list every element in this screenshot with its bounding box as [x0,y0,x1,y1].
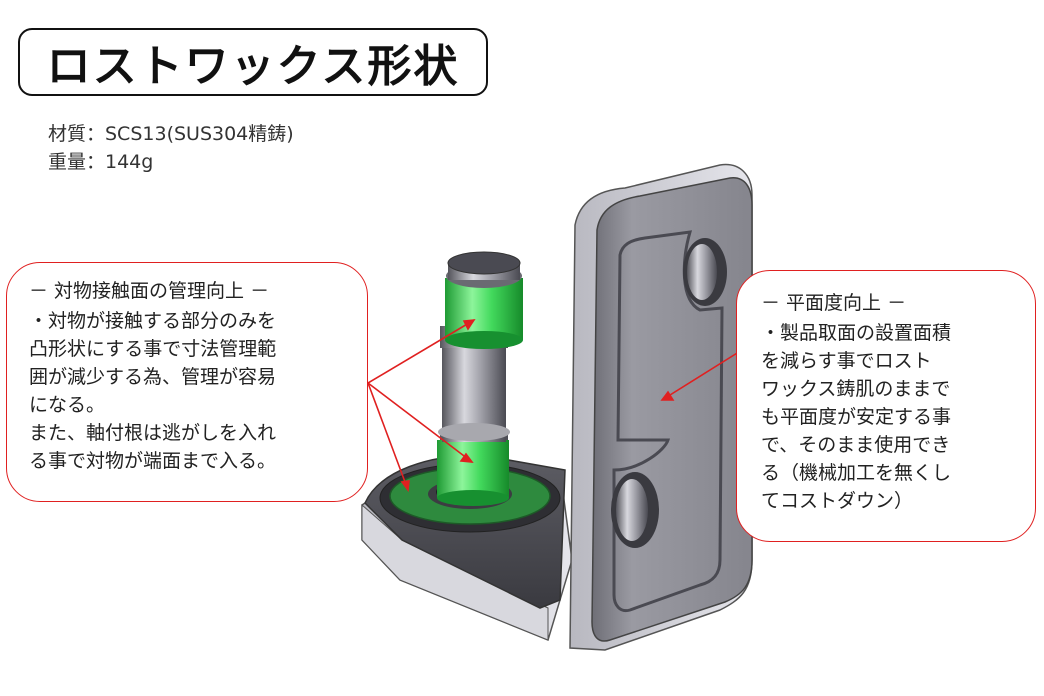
callout-right-body: ・製品取面の設置面積 を減らす事でロスト ワックス鋳肌のままで も平面度が安定す… [761,322,952,512]
callout-arrows [367,319,743,493]
spec-block: 材質：SCS13(SUS304精鋳) 重量：144g [48,120,294,176]
callout-left-body: ・対物が接触する部分のみを 凸形状にする事で寸法管理範 囲が減少する為、管理が容… [29,310,277,472]
bracket-shaft [437,251,523,506]
bracket-vertical-plate [569,163,753,651]
weight-spec: 重量：144g [48,151,154,173]
shaft-lower-contact-band [437,440,509,498]
callout-contact-surface: － 対物接触面の管理向上 － ・対物が接触する部分のみを 凸形状にする事で寸法管… [6,262,368,502]
callout-flatness: － 平面度向上 － ・製品取面の設置面積 を減らす事でロスト ワックス鋳肌のまま… [736,270,1036,542]
callout-right-heading: － 平面度向上 － [761,292,907,314]
callout-left-heading: － 対物接触面の管理向上 － [29,280,270,302]
page-title: ロストワックス形状 [18,28,488,96]
material-spec: 材質：SCS13(SUS304精鋳) [48,123,294,145]
